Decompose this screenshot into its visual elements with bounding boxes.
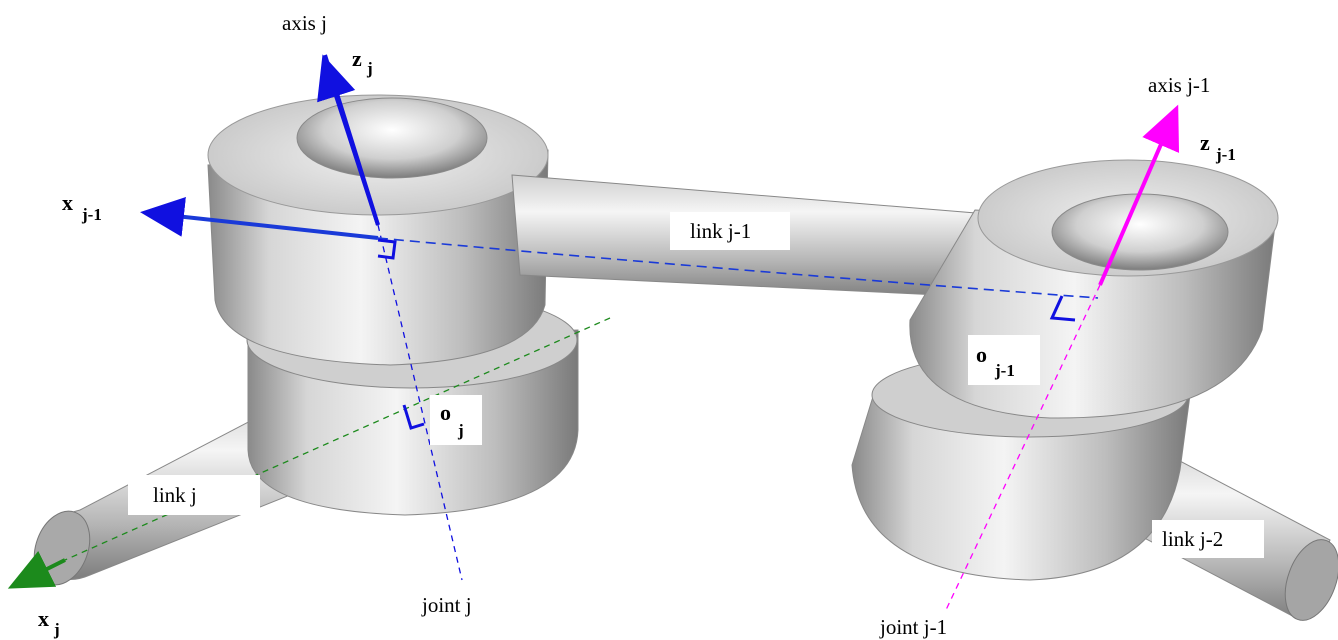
right-angle-mark-o-j1 xyxy=(1049,295,1076,322)
link-j1-label: link j-1 xyxy=(690,219,751,243)
x-j1-symbol: x xyxy=(62,190,73,215)
joint-j1-cylinder xyxy=(851,159,1279,581)
z-j-label: z j xyxy=(352,46,373,78)
o-j1-subscript: j-1 xyxy=(994,361,1015,380)
x-j1-label: x j-1 xyxy=(62,190,102,224)
link-j2-label-box xyxy=(1152,520,1264,558)
z-j1-subscript: j-1 xyxy=(1215,145,1236,164)
z-j1-label: z j-1 xyxy=(1200,130,1236,164)
axis-j-label: axis j xyxy=(282,11,327,35)
axis-j-line xyxy=(317,54,463,581)
x-j-axis xyxy=(7,317,611,589)
joint-j-cylinder xyxy=(207,94,579,516)
x-j1-subscript: j-1 xyxy=(81,205,102,224)
o-j1-label-box xyxy=(968,335,1040,385)
right-angle-mark-top-j xyxy=(377,238,397,260)
z-j-subscript: j xyxy=(366,59,373,78)
z-j-symbol: z xyxy=(352,46,362,71)
right-angle-mark-o-j xyxy=(402,404,425,430)
o-j-label-box xyxy=(430,395,482,445)
link-j-label: link j xyxy=(153,483,197,507)
axis-j1-label: axis j-1 xyxy=(1148,73,1210,97)
link-j-label-box xyxy=(128,475,260,515)
joint-j-label: joint j xyxy=(421,593,472,617)
x-j-label: x j xyxy=(38,606,60,639)
joint-j1-label: joint j-1 xyxy=(879,615,947,639)
o-j1-label: o j-1 xyxy=(976,342,1015,380)
x-j-subscript: j xyxy=(53,620,60,639)
axis-j1-line xyxy=(944,104,1180,613)
link-j1-label-box xyxy=(670,212,790,250)
o-j1-symbol: o xyxy=(976,342,987,367)
link-j2-label: link j-2 xyxy=(1162,527,1223,551)
o-j-label: o j xyxy=(440,400,464,440)
o-j-symbol: o xyxy=(440,400,451,425)
o-j-subscript: j xyxy=(457,421,464,440)
z-j1-symbol: z xyxy=(1200,130,1210,155)
x-j-symbol: x xyxy=(38,606,49,631)
x-j1-axis xyxy=(140,197,1099,299)
